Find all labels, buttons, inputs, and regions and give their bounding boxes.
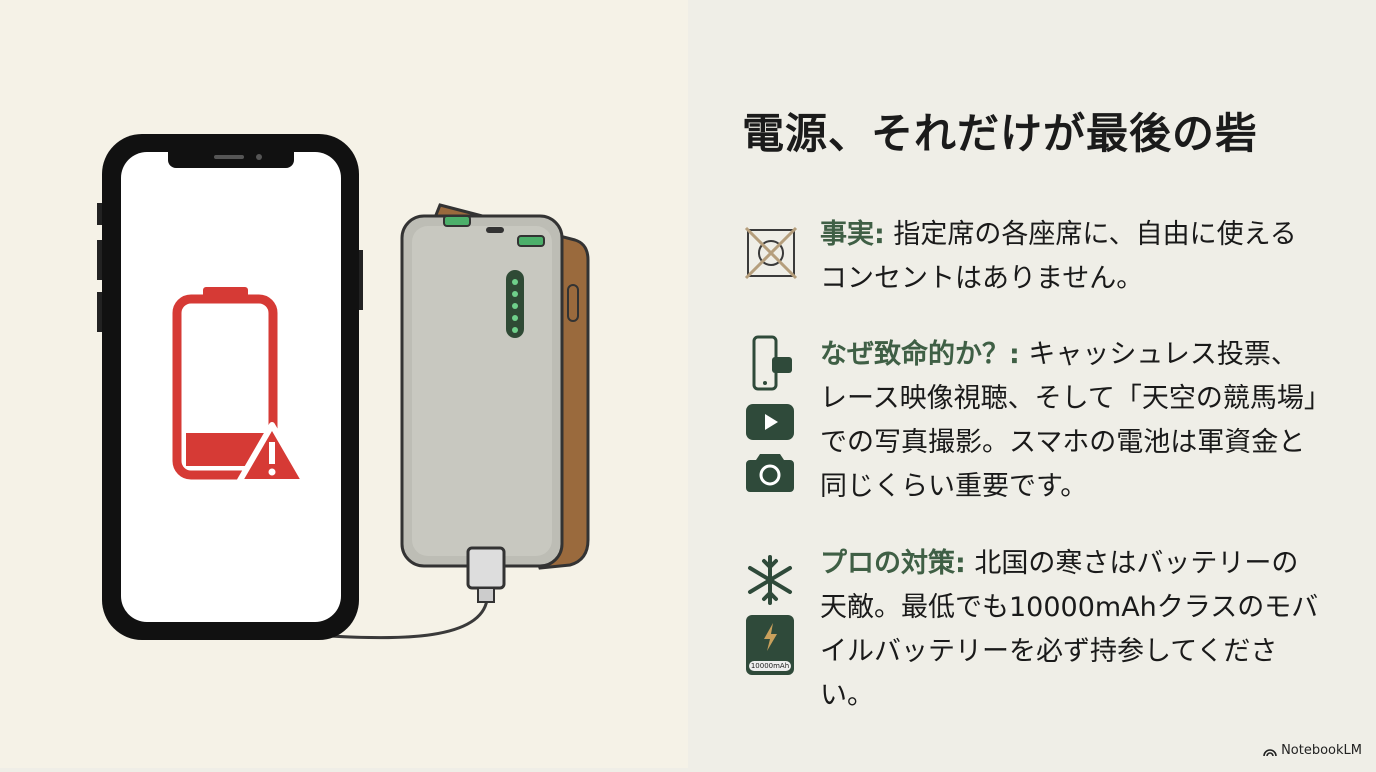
video-play-icon <box>746 404 794 440</box>
item-label: なぜ致命的か？: <box>820 339 1020 370</box>
brand-watermark: NotebookLM <box>1263 743 1362 758</box>
lightning-icon <box>764 623 777 651</box>
snowflake-icon <box>748 555 792 605</box>
no-outlet-icon <box>744 226 798 280</box>
item-text: 指定席の各座席に、自由に使えるコンセントはありません。 <box>820 219 1297 294</box>
slide-title: 電源、それだけが最後の砦 <box>742 109 1259 158</box>
battery-pack-icon: 10000mAh <box>746 615 794 675</box>
illustration-panel <box>0 0 688 768</box>
brand-name: NotebookLM <box>1281 743 1362 758</box>
notebooklm-logo-icon <box>1263 748 1277 756</box>
camera-icon <box>746 454 794 492</box>
fact-item: 事実: 指定席の各座席に、自由に使えるコンセントはありません。 <box>820 213 1320 301</box>
phone-and-powerbank-illustration <box>97 134 590 640</box>
item-text: キャッシュレス投票、レース映像視聴、そして「天空の競馬場」での写真撮影。スマホの… <box>820 339 1318 502</box>
item-text: 北国の寒さはバッテリーの天敵。最低でも10000mAhクラスのモバイルバッテリー… <box>820 548 1319 711</box>
content-panel <box>688 0 1376 768</box>
power-bank-icon <box>400 203 590 603</box>
pro-tip-item: プロの対策: 北国の寒さはバッテリーの天敵。最低でも10000mAhクラスのモバ… <box>820 542 1320 718</box>
phone-wallet-icon <box>752 335 792 391</box>
why-critical-item: なぜ致命的か？: キャッシュレス投票、レース映像視聴、そして「天空の競馬場」での… <box>820 333 1320 509</box>
charging-cable <box>329 599 489 640</box>
battery-capacity-label: 10000mAh <box>749 661 791 671</box>
smartphone-icon <box>97 134 363 640</box>
low-battery-warning-icon <box>172 287 308 485</box>
item-label: プロの対策: <box>820 548 966 579</box>
item-label: 事実: <box>820 219 885 250</box>
